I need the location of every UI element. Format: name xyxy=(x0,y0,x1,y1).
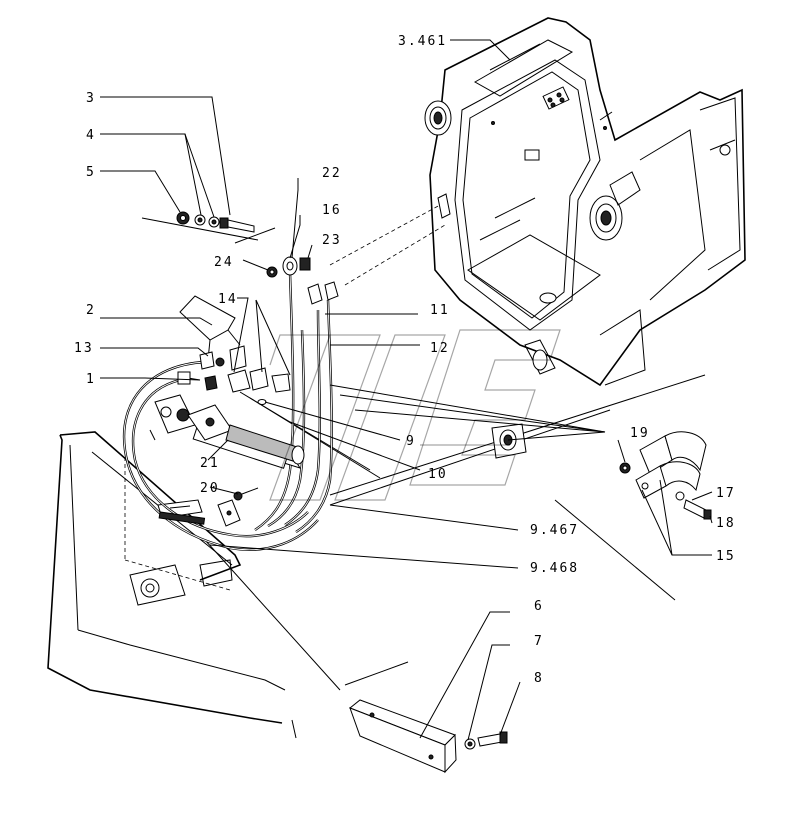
watermark-logo xyxy=(269,329,561,501)
label-10: 10 xyxy=(428,467,448,482)
label-2: 2 xyxy=(86,303,96,318)
label-5: 5 xyxy=(86,165,96,180)
label-19: 19 xyxy=(630,426,650,441)
label-14: 14 xyxy=(218,292,238,307)
label-12: 12 xyxy=(430,341,450,356)
leader-lines xyxy=(100,39,713,741)
callout-labels: 3.461 3 4 5 22 16 23 24 2 14 11 12 13 1 … xyxy=(74,34,736,686)
label-23: 23 xyxy=(322,233,342,248)
label-13: 13 xyxy=(74,341,94,356)
clamp-group xyxy=(619,431,712,520)
label-16: 16 xyxy=(322,203,342,218)
label-8: 8 xyxy=(534,671,544,686)
label-6: 6 xyxy=(534,599,544,614)
label-24: 24 xyxy=(214,255,234,270)
label-1: 1 xyxy=(86,372,96,387)
label-3: 3 xyxy=(86,91,96,106)
label-21: 21 xyxy=(200,456,220,471)
label-20: 20 xyxy=(200,481,220,496)
label-7: 7 xyxy=(534,634,544,649)
bucket xyxy=(47,431,409,739)
label-22: 22 xyxy=(322,166,342,181)
label-11: 11 xyxy=(430,303,450,318)
plate-group xyxy=(349,699,508,774)
label-15: 15 xyxy=(716,549,736,564)
hoses xyxy=(122,271,333,551)
loader-frame xyxy=(329,17,746,387)
label-9: 9 xyxy=(406,434,416,449)
hydraulic-cylinder xyxy=(149,394,305,469)
section-lines xyxy=(141,217,706,691)
hardware xyxy=(158,211,527,527)
label-18: 18 xyxy=(716,516,736,531)
label-17: 17 xyxy=(716,486,736,501)
label-9467: 9.467 xyxy=(530,523,579,538)
label-3461: 3.461 xyxy=(398,34,447,49)
label-4: 4 xyxy=(86,128,96,143)
label-9468: 9.468 xyxy=(530,561,579,576)
